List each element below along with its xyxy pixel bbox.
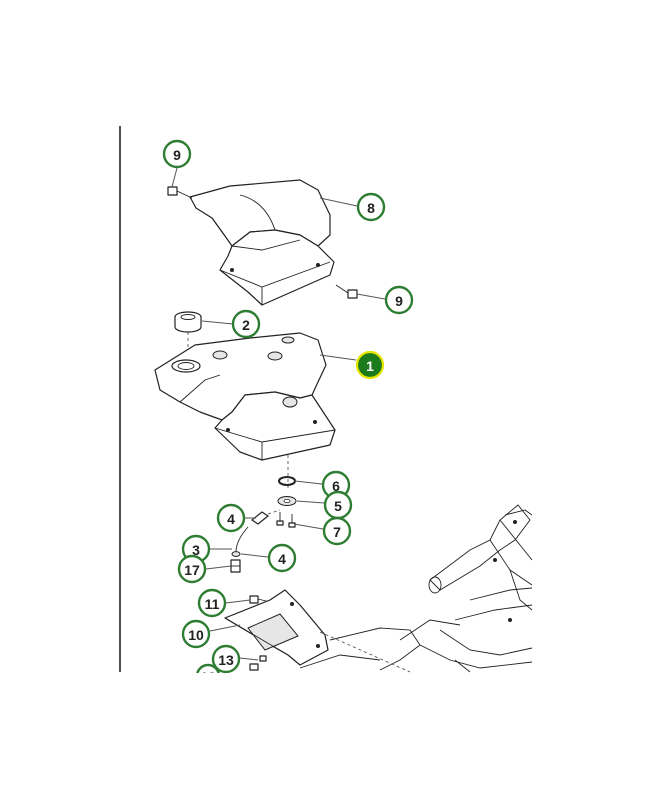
callout-label: 9 (173, 147, 181, 163)
callout-circle[interactable] (355, 350, 385, 380)
part-hose-clamp[interactable] (251, 509, 281, 525)
callout-1[interactable]: 1 (355, 350, 385, 380)
callout-4b[interactable]: 4 (267, 543, 297, 573)
screw-icon (276, 512, 296, 528)
callout-label: 3 (192, 542, 200, 558)
callout-label: 4 (278, 551, 286, 567)
callout-label: 2 (242, 317, 250, 333)
part-fitting[interactable] (230, 559, 241, 573)
callout-label: 1 (366, 358, 374, 374)
callout-label: 6 (332, 478, 340, 494)
callout-circle[interactable] (322, 516, 352, 546)
callout-9a[interactable]: 9 (162, 139, 192, 169)
part-fuel-cap[interactable] (174, 311, 202, 333)
part-fuel-hose[interactable] (235, 526, 249, 553)
callout-circle[interactable] (211, 644, 241, 674)
callout-17[interactable]: 17 (177, 554, 207, 584)
callout-5[interactable]: 5 (323, 490, 353, 520)
part-o-ring[interactable] (278, 476, 296, 486)
callout-label: 5 (334, 498, 342, 514)
callout-label: 11 (205, 596, 220, 612)
callout-9b[interactable]: 9 (384, 285, 414, 315)
callout-label: 8 (367, 200, 375, 216)
callout-circle[interactable] (384, 285, 414, 315)
callout-4a[interactable]: 4 (216, 503, 246, 533)
callout-circle[interactable] (231, 309, 261, 339)
callout-7[interactable]: 7 (322, 516, 352, 546)
callout-label: 17 (184, 562, 200, 578)
bolt-icon (249, 655, 267, 671)
part-fuel-tank[interactable] (154, 332, 336, 461)
bolt-icon (167, 186, 193, 199)
callout-2[interactable]: 2 (231, 309, 261, 339)
callout-circle[interactable] (356, 192, 386, 222)
callout-11[interactable]: 11 (197, 588, 227, 618)
leader-lines (171, 167, 386, 661)
callout-label: 13 (218, 652, 234, 668)
part-hose-clamp[interactable] (231, 551, 241, 557)
mower-frame (299, 504, 533, 673)
part-shield-top[interactable] (189, 179, 335, 306)
callout-10[interactable]: 10 (181, 619, 211, 649)
callout-circle[interactable] (177, 554, 207, 584)
part-gasket[interactable] (277, 496, 297, 506)
callout-label: 10 (188, 627, 204, 643)
bolt-icon (335, 284, 358, 299)
callout-label: 7 (333, 524, 341, 540)
callout-circle[interactable] (181, 619, 211, 649)
callout-13[interactable]: 13 (211, 644, 241, 674)
callout-circle[interactable] (216, 503, 246, 533)
callout-circle[interactable] (162, 139, 192, 169)
part-bottom-plate[interactable] (224, 589, 329, 666)
callout-circle[interactable] (267, 543, 297, 573)
callout-circle[interactable] (197, 588, 227, 618)
callout-8[interactable]: 8 (356, 192, 386, 222)
crop-mask (0, 673, 652, 800)
callout-label: 4 (227, 511, 235, 527)
callout-label: 9 (395, 293, 403, 309)
